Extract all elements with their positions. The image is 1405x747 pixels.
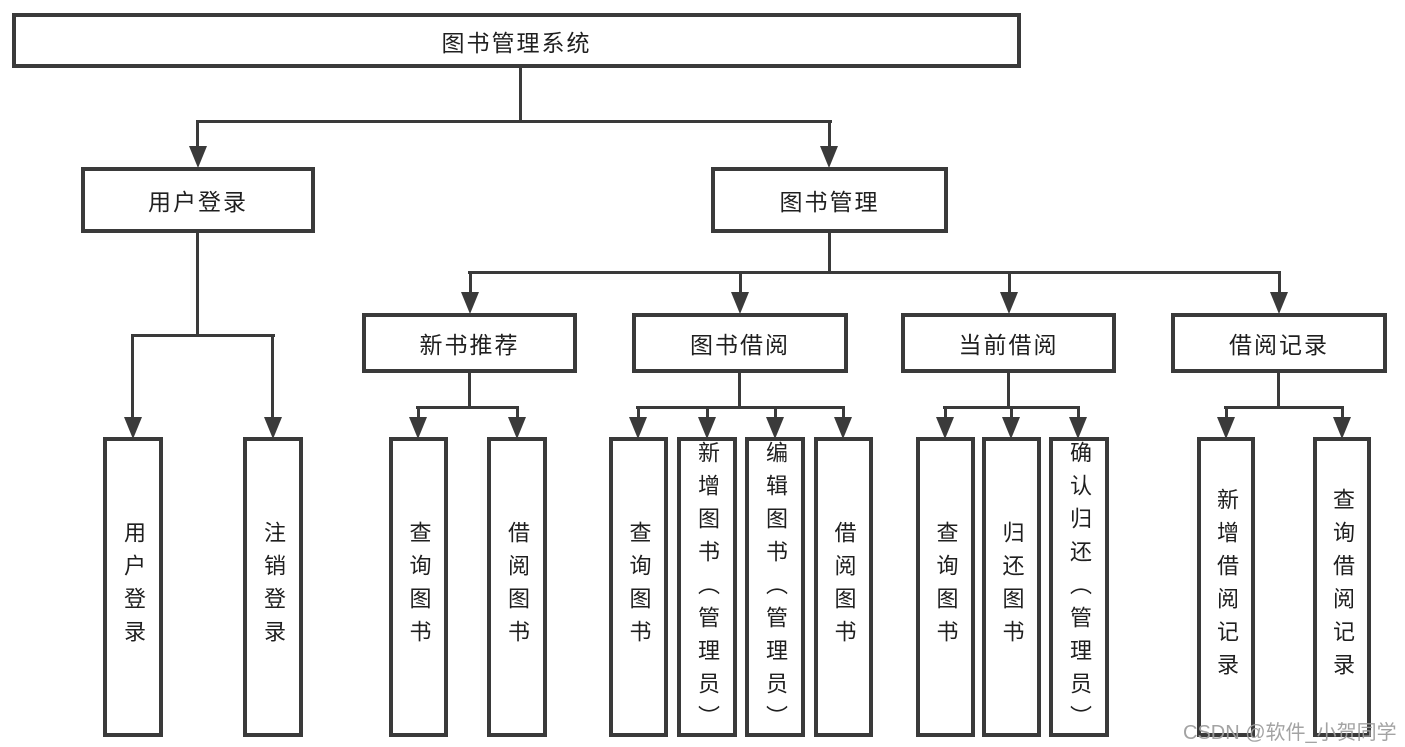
connector-drop-leaf — [1010, 406, 1013, 419]
leaf-label: 借阅图书 — [831, 521, 857, 653]
leaf-label: 新增借阅记录 — [1214, 488, 1239, 686]
leaf-label: 确认归还（管理员） — [1067, 441, 1092, 738]
leaf-current-confirm-return-admin: 确认归还（管理员） — [1049, 437, 1109, 738]
arrow-down-icon — [936, 417, 954, 439]
connector-drop-leaf — [417, 406, 420, 419]
leaf-label: 查询图书 — [406, 521, 432, 653]
arrow-down-icon — [1069, 417, 1087, 439]
branch-node-new-book-recommend: 新书推荐 — [362, 313, 577, 373]
leaf-label: 归还图书 — [999, 521, 1025, 653]
branch-node-current-borrow: 当前借阅 — [901, 313, 1116, 373]
connector-drop-user-login — [196, 121, 199, 148]
connector-records-stem — [1277, 373, 1280, 409]
branch-node-label: 图书借阅 — [690, 332, 790, 358]
leaf-label: 新增图书（管理员） — [695, 441, 720, 738]
connector-drop-leaf — [131, 334, 134, 419]
leaf-borrow-borrow-books: 借阅图书 — [814, 437, 873, 737]
arrow-down-icon — [461, 292, 479, 314]
leaf-recommend-borrow-books: 借阅图书 — [487, 437, 547, 737]
branch-node-book-management: 图书管理 — [711, 167, 948, 233]
arrow-down-icon — [264, 417, 282, 439]
connector-drop-level3 — [739, 271, 742, 295]
arrow-down-icon — [1270, 292, 1288, 314]
arrow-down-icon — [766, 417, 784, 439]
leaf-borrow-query-books: 查询图书 — [609, 437, 668, 737]
connector-drop-leaf — [516, 406, 519, 419]
connector-drop-level3 — [1008, 271, 1011, 295]
connector-borrow-hbar — [636, 406, 845, 409]
connector-drop-book-management — [828, 121, 831, 148]
leaf-user-login: 用户登录 — [103, 437, 163, 737]
connector-drop-leaf — [1341, 406, 1344, 419]
leaf-label: 查询图书 — [933, 521, 959, 653]
leaf-label: 编辑图书（管理员） — [763, 441, 788, 738]
connector-recommend-hbar — [416, 406, 519, 409]
connector-root-stem — [519, 67, 522, 123]
arrow-down-icon — [834, 417, 852, 439]
connector-drop-leaf — [1225, 406, 1228, 419]
branch-node-borrow-records: 借阅记录 — [1171, 313, 1387, 373]
arrow-down-icon — [1333, 417, 1351, 439]
leaf-recommend-query-books: 查询图书 — [389, 437, 448, 737]
arrow-down-icon — [1000, 292, 1018, 314]
arrow-down-icon — [189, 146, 207, 168]
connector-drop-leaf — [1077, 406, 1080, 419]
leaf-current-query-books: 查询图书 — [916, 437, 975, 737]
connector-userlogin-stem — [196, 233, 199, 337]
connector-recommend-stem — [468, 373, 471, 409]
branch-node-book-borrow: 图书借阅 — [632, 313, 848, 373]
connector-records-hbar — [1224, 406, 1344, 409]
root-node-library-system: 图书管理系统 — [12, 13, 1021, 68]
leaf-logout: 注销登录 — [243, 437, 303, 737]
connector-drop-leaf — [637, 406, 640, 419]
connector-userlogin-hbar — [131, 334, 275, 337]
branch-node-label: 新书推荐 — [419, 332, 520, 358]
connector-level2-hbar — [468, 271, 1281, 274]
arrow-down-icon — [409, 417, 427, 439]
leaf-label: 借阅图书 — [505, 521, 530, 653]
arrow-down-icon — [124, 417, 142, 439]
branch-node-user-login: 用户登录 — [81, 167, 315, 233]
arrow-down-icon — [731, 292, 749, 314]
branch-node-label: 当前借阅 — [958, 332, 1059, 358]
leaf-label: 查询借阅记录 — [1330, 488, 1355, 686]
arrow-down-icon — [629, 417, 647, 439]
leaf-records-query-record: 查询借阅记录 — [1313, 437, 1371, 737]
connector-drop-leaf — [842, 406, 845, 419]
connector-borrow-stem — [738, 373, 741, 409]
connector-level1-hbar — [196, 120, 832, 123]
connector-drop-leaf — [944, 406, 947, 419]
connector-bookmgmt-stem — [828, 233, 831, 274]
connector-current-stem — [1007, 373, 1010, 409]
connector-drop-level3 — [1278, 271, 1281, 295]
root-node-label: 图书管理系统 — [441, 29, 592, 56]
branch-node-label: 借阅记录 — [1229, 332, 1329, 358]
leaf-label: 用户登录 — [121, 521, 146, 653]
connector-drop-level3 — [469, 271, 472, 295]
leaf-borrow-edit-books-admin: 编辑图书（管理员） — [745, 437, 805, 738]
arrow-down-icon — [1002, 417, 1020, 439]
leaf-records-add-record: 新增借阅记录 — [1197, 437, 1255, 737]
branch-node-label: 用户登录 — [148, 189, 248, 215]
watermark-text: CSDN @软件_小贺同学 — [1183, 722, 1397, 744]
leaf-label: 查询图书 — [626, 521, 652, 653]
leaf-label: 注销登录 — [261, 521, 286, 653]
arrow-down-icon — [508, 417, 526, 439]
arrow-down-icon — [820, 146, 838, 168]
arrow-down-icon — [698, 417, 716, 439]
connector-drop-leaf — [271, 334, 274, 419]
leaf-current-return-books: 归还图书 — [982, 437, 1041, 737]
connector-drop-leaf — [774, 406, 777, 419]
leaf-borrow-add-books-admin: 新增图书（管理员） — [677, 437, 737, 738]
connector-drop-leaf — [706, 406, 709, 419]
branch-node-label: 图书管理 — [779, 189, 880, 215]
arrow-down-icon — [1217, 417, 1235, 439]
